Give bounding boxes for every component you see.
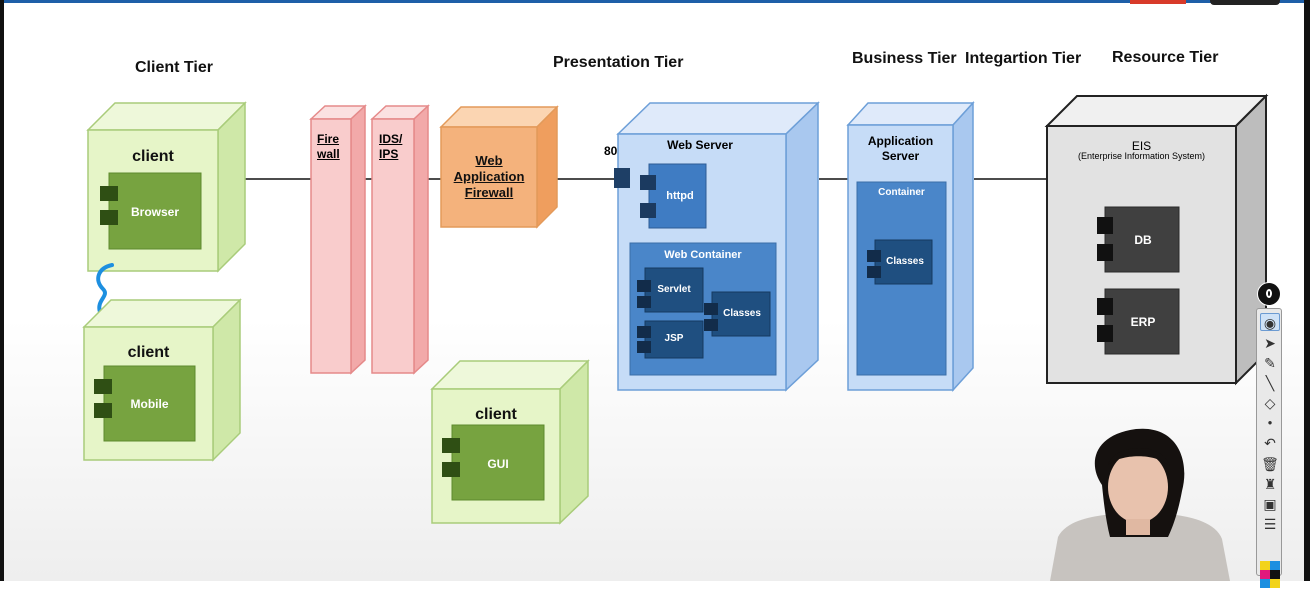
servlet-label: Servlet bbox=[657, 284, 691, 295]
top-accent-bar bbox=[0, 0, 1310, 3]
app-container-title: Container bbox=[878, 187, 925, 198]
port-label: 80 bbox=[604, 144, 618, 158]
client-tier-heading: Client Tier bbox=[135, 59, 213, 76]
ids-label-line1: IDS/ bbox=[379, 132, 403, 146]
waf-label-line3: Firewall bbox=[464, 185, 514, 200]
camera-icon[interactable]: ▣ bbox=[1263, 496, 1277, 512]
eye-icon[interactable]: ◉ bbox=[1260, 313, 1280, 331]
gui-component-label: GUI bbox=[487, 457, 509, 471]
waf-label: Web Application Firewall bbox=[441, 153, 537, 201]
top-dark-tab bbox=[1210, 0, 1280, 5]
firewall-label: Fire wall bbox=[317, 132, 340, 162]
ids-ips-node bbox=[370, 104, 430, 375]
mobile-client-node bbox=[82, 298, 242, 462]
highlighter-icon[interactable]: ✎ bbox=[1264, 355, 1276, 371]
eis-title: EIS bbox=[1131, 139, 1152, 153]
clipboard-icon[interactable]: ☰ bbox=[1263, 516, 1277, 532]
toolbar-panel: ◉ ➤ ✎ ╲ ◇ ● ↶ 🗑 ♜ ▣ ☰ bbox=[1256, 308, 1282, 588]
firewall-node bbox=[309, 104, 367, 375]
browser-client-title: client bbox=[132, 148, 174, 165]
app-server-title-line1: Application bbox=[867, 134, 934, 148]
firewall-label-line1: Fire bbox=[317, 132, 340, 146]
top-red-tab bbox=[1130, 0, 1186, 4]
app-classes-label: Classes bbox=[886, 256, 924, 267]
eraser-icon[interactable]: ◇ bbox=[1264, 395, 1276, 411]
gui-client-title: client bbox=[475, 406, 517, 423]
line-icon[interactable]: ╲ bbox=[1265, 375, 1275, 391]
presentation-tier-heading: Presentation Tier bbox=[553, 54, 684, 71]
undo-icon[interactable]: ↶ bbox=[1264, 435, 1276, 451]
hand-drawn-annotation bbox=[96, 263, 114, 314]
web-server-node bbox=[614, 101, 820, 392]
web-container-title: Web Container bbox=[664, 249, 742, 261]
browser-client-node bbox=[86, 101, 247, 273]
right-frame-edge bbox=[1304, 0, 1310, 581]
waf-label-line1: Web bbox=[475, 153, 503, 168]
left-frame-edge bbox=[0, 0, 4, 581]
ids-ips-label: IDS/ IPS bbox=[379, 132, 402, 162]
db-label: DB bbox=[1134, 233, 1152, 247]
mobile-client-title: client bbox=[127, 344, 170, 361]
erp-label: ERP bbox=[1130, 315, 1156, 329]
httpd-label: httpd bbox=[666, 190, 694, 202]
ids-label-line2: IPS bbox=[379, 147, 399, 161]
color-palette-icon[interactable] bbox=[1260, 561, 1280, 597]
business-tier-heading: Business Tier bbox=[852, 50, 957, 67]
pen-icon[interactable] bbox=[1257, 282, 1281, 306]
application-server-node bbox=[846, 101, 975, 392]
web-application-firewall-node bbox=[439, 105, 559, 229]
web-server-title: Web Server bbox=[667, 138, 733, 152]
app-server-title-line2: Server bbox=[881, 149, 920, 163]
firewall-label-line2: wall bbox=[317, 147, 340, 161]
presenter-video bbox=[1050, 428, 1230, 581]
architecture-diagram bbox=[82, 93, 1269, 525]
mobile-component-label: Mobile bbox=[130, 397, 169, 411]
web-classes-label: Classes bbox=[723, 308, 761, 319]
jsp-label: JSP bbox=[664, 333, 684, 344]
gui-client-node bbox=[430, 359, 590, 525]
dot-icon[interactable]: ● bbox=[1267, 418, 1273, 427]
stamp-icon[interactable]: ♜ bbox=[1263, 476, 1277, 492]
waf-label-line2: Application bbox=[453, 169, 525, 184]
annotation-toolbar: ◉ ➤ ✎ ╲ ◇ ● ↶ 🗑 ♜ ▣ ☰ bbox=[1256, 282, 1282, 588]
pointer-icon[interactable]: ➤ bbox=[1264, 335, 1276, 351]
resource-tier-heading: Resource Tier bbox=[1112, 49, 1219, 66]
application-server-title: Application Server bbox=[848, 134, 953, 164]
integration-tier-heading: Integartion Tier bbox=[965, 50, 1082, 67]
trash-icon[interactable]: 🗑 bbox=[1261, 456, 1279, 472]
browser-component-label: Browser bbox=[130, 205, 180, 219]
eis-subtitle: (Enterprise Information System) bbox=[1077, 151, 1206, 161]
